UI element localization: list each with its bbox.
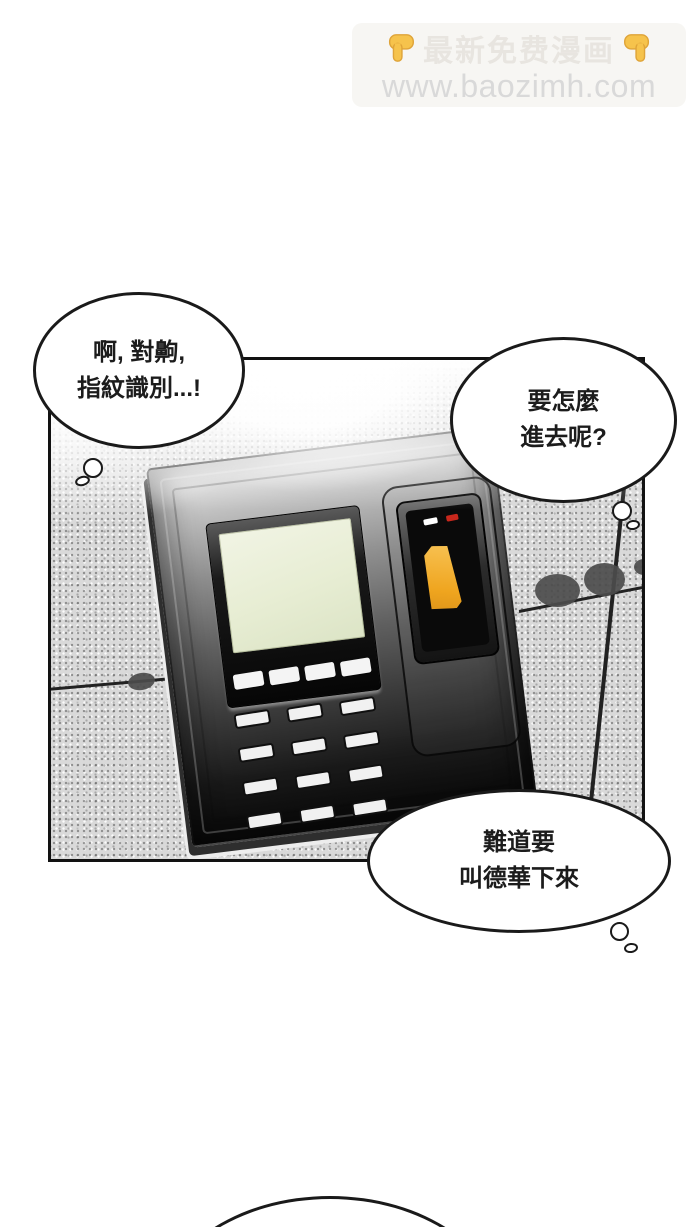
bubble-text-line: 難道要 [483, 829, 555, 856]
thought-bubble-3: 難道要 叫德華下來 [367, 789, 671, 933]
keypad-key [342, 729, 381, 751]
watermark-title: 最新免费漫画 [423, 34, 615, 68]
indicator-light-white [423, 517, 439, 526]
bubble-text-line: 啊, 對齁, [92, 338, 185, 366]
function-key [268, 666, 301, 686]
thought-trail-dot [610, 922, 629, 941]
watermark-box: 最新免费漫画 www.baozimh.com [352, 23, 686, 107]
thought-bubble-1: 啊, 對齁, 指紋識別...! [33, 292, 245, 449]
watermark-row: 最新免费漫画 [384, 26, 654, 70]
fingerprint-window [405, 503, 490, 653]
indicator-light-red [445, 513, 459, 522]
keypad-key [241, 776, 280, 797]
fingerprint-bezel [395, 492, 501, 666]
bubble-text-line: 叫德華下來 [459, 865, 579, 892]
function-key [339, 657, 372, 677]
floor-stain [535, 574, 580, 607]
fingerprint-glow [423, 544, 462, 611]
thought-trail-dot [612, 501, 632, 521]
keypad-key [346, 763, 385, 784]
fingerprint-access-terminal [146, 426, 538, 848]
pointing-down-emoji-icon [624, 33, 650, 62]
function-key [232, 670, 265, 690]
floor-stain [634, 559, 642, 575]
keypad-key [245, 810, 284, 831]
floor-tile-line [51, 675, 189, 691]
numeric-keypad [233, 695, 389, 831]
floor-tile-line [587, 478, 627, 815]
pointing-down-emoji-icon [388, 33, 414, 62]
bubble-text-line: 進去呢? [520, 424, 607, 451]
floor-stain [126, 670, 157, 693]
keypad-key [290, 736, 329, 757]
bubble-text-line: 要怎麼 [527, 388, 600, 415]
watermark-url: www.baozimh.com [381, 67, 657, 104]
bubble-text-line: 指紋識別...! [77, 374, 201, 402]
screen-module [205, 504, 382, 709]
function-key [304, 661, 337, 682]
lcd-screen [218, 518, 366, 654]
keypad-key [294, 769, 333, 791]
thought-bubble-partial [158, 1196, 502, 1227]
function-key-row [232, 657, 372, 690]
keypad-key [237, 742, 276, 764]
thought-bubble-2: 要怎麼 進去呢? [450, 337, 677, 503]
keypad-key [298, 803, 337, 825]
floor-stain [584, 563, 625, 596]
thought-trail-dot [623, 942, 639, 954]
keypad-key [351, 797, 389, 818]
